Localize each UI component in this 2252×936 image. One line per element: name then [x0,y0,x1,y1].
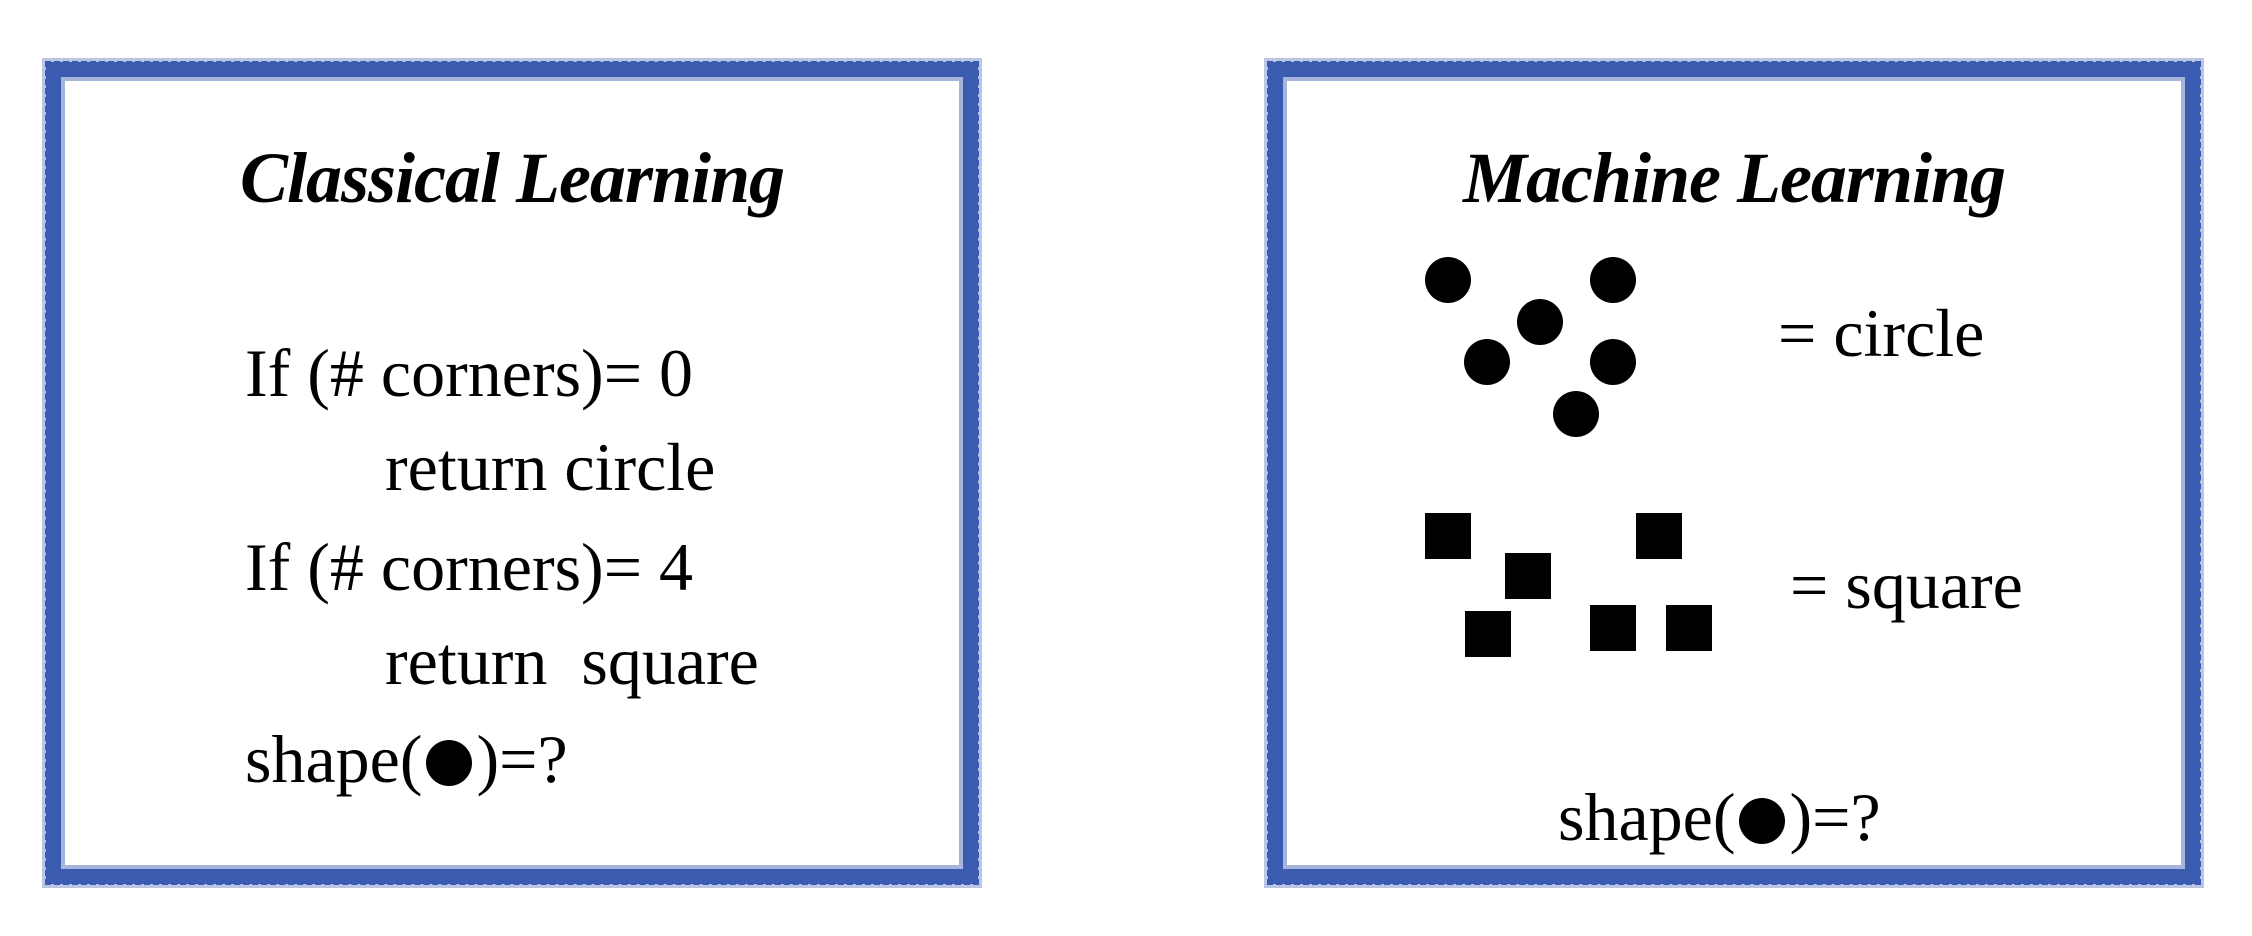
query-prefix: shape( [245,721,423,797]
query-circle-icon [1739,798,1786,844]
square-label: = square [1790,547,2023,623]
example-square-icon [1505,553,1551,599]
example-circle-icon [1425,257,1471,303]
rule-line-4: return square [385,623,759,699]
example-circle-icon [1553,391,1599,437]
example-square-icon [1636,513,1682,559]
example-square-icon [1425,513,1471,559]
example-square-icon [1666,605,1712,651]
machine-learning-panel: Machine Learning = circle = square shape… [1267,61,2201,885]
rule-line-3: If (# corners)= 4 [245,529,694,605]
rule-line-2: return circle [385,429,716,505]
example-square-icon [1465,611,1511,657]
machine-learning-title: Machine Learning [1462,138,2006,218]
circle-label: = circle [1778,295,1985,371]
machine-query: shape()=? [1558,783,1881,851]
example-circle-icon [1517,299,1563,345]
example-circle-icon [1464,339,1510,385]
query-suffix: )=? [476,721,568,797]
query-suffix: )=? [1789,779,1881,855]
example-circle-icon [1590,339,1636,385]
query-circle-icon [426,740,473,786]
query-prefix: shape( [1558,779,1736,855]
rule-line-1: If (# corners)= 0 [245,335,694,411]
classical-learning-panel: Classical Learning If (# corners)= 0 ret… [45,61,979,885]
example-square-icon [1590,605,1636,651]
example-circle-icon [1590,257,1636,303]
classical-learning-title: Classical Learning [239,138,785,218]
classical-query: shape()=? [245,725,568,793]
